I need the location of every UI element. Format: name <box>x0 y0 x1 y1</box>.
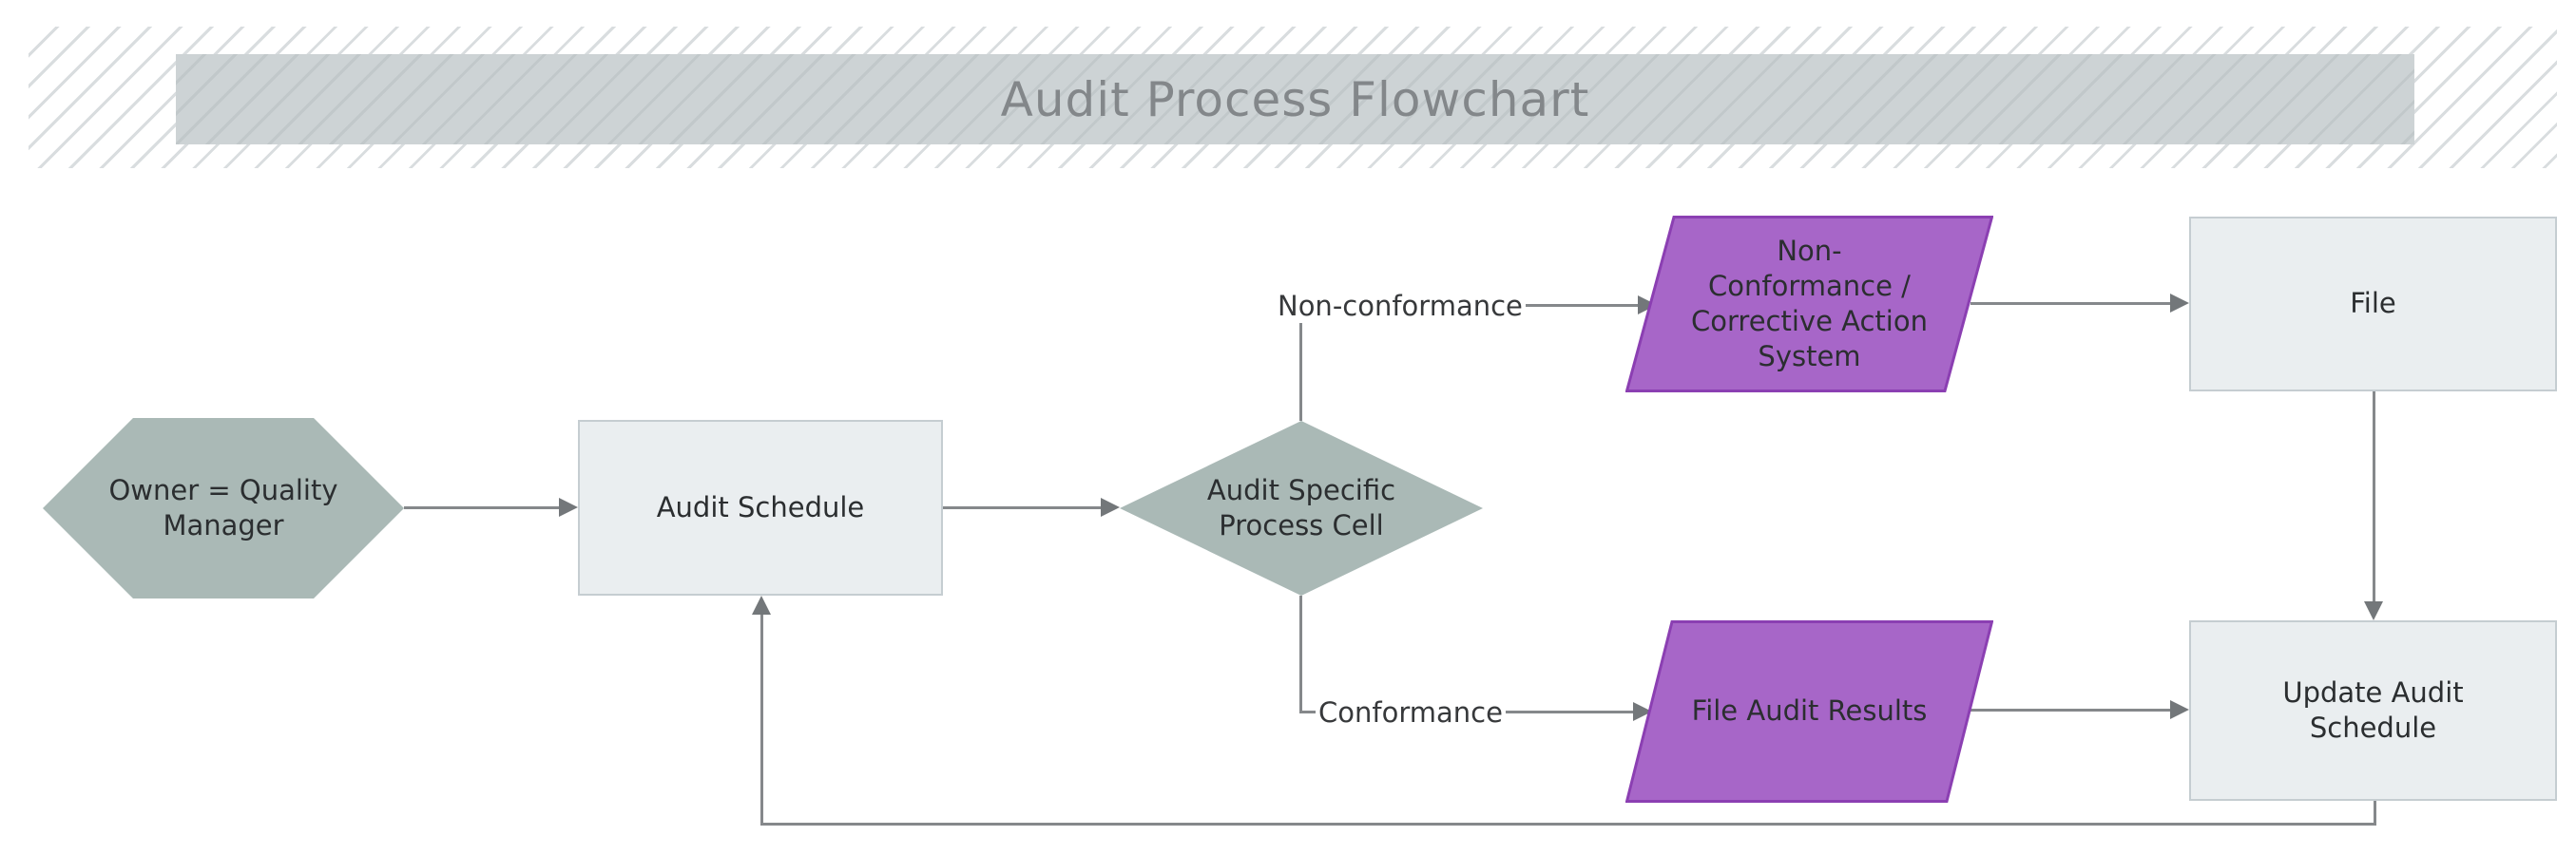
edge-file-to-update <box>2373 391 2375 603</box>
parallelogram-shape <box>1625 216 1993 392</box>
node-file: File <box>2189 217 2557 391</box>
node-owner-quality-manager: Owner = Quality Manager <box>43 418 404 598</box>
edge-label-non-conformance: Non-conformance <box>1275 289 1526 323</box>
page-title: Audit Process Flowchart <box>1000 71 1590 127</box>
edge-results-to-update <box>1970 709 2172 712</box>
node-label: File Audit Results <box>1691 694 1928 728</box>
arrowhead-into-update <box>2364 601 2383 620</box>
node-non-conformance-system: Non- Conformance / Corrective Action Sys… <box>1625 216 1993 392</box>
edge-feedback-up <box>760 613 763 826</box>
node-label: Non- Conformance / Corrective Action Sys… <box>1691 234 1928 373</box>
node-update-audit-schedule: Update Audit Schedule <box>2189 620 2557 801</box>
node-label: Audit Schedule <box>656 490 865 523</box>
edge-decision-down <box>1299 596 1302 713</box>
arrowhead-into-update-left <box>2170 700 2189 719</box>
edge-owner-to-schedule <box>404 506 564 509</box>
node-label: Update Audit Schedule <box>2282 675 2464 744</box>
node-label: Owner = Quality Manager <box>108 473 338 542</box>
edge-ncsystem-to-file <box>1970 302 2172 305</box>
node-audit-schedule: Audit Schedule <box>578 420 943 596</box>
edge-decision-up <box>1299 306 1302 421</box>
arrowhead-into-audit-schedule <box>559 498 578 517</box>
arrowhead-into-decision <box>1101 498 1120 517</box>
node-label: File <box>2350 287 2396 320</box>
node-label: Audit Specific Process Cell <box>1206 473 1396 542</box>
edge-schedule-to-decision <box>943 506 1103 509</box>
parallelogram-shape <box>1625 620 1993 803</box>
edge-feedback-down <box>2374 801 2376 826</box>
edge-feedback-across <box>760 823 2376 826</box>
arrowhead-into-schedule-bottom <box>752 596 771 615</box>
arrowhead-into-file <box>2170 294 2189 313</box>
node-audit-specific-process-cell: Audit Specific Process Cell <box>1120 421 1483 596</box>
edge-label-conformance: Conformance <box>1316 695 1506 730</box>
node-file-audit-results: File Audit Results <box>1625 620 1993 803</box>
title-bar: Audit Process Flowchart <box>176 54 2414 144</box>
